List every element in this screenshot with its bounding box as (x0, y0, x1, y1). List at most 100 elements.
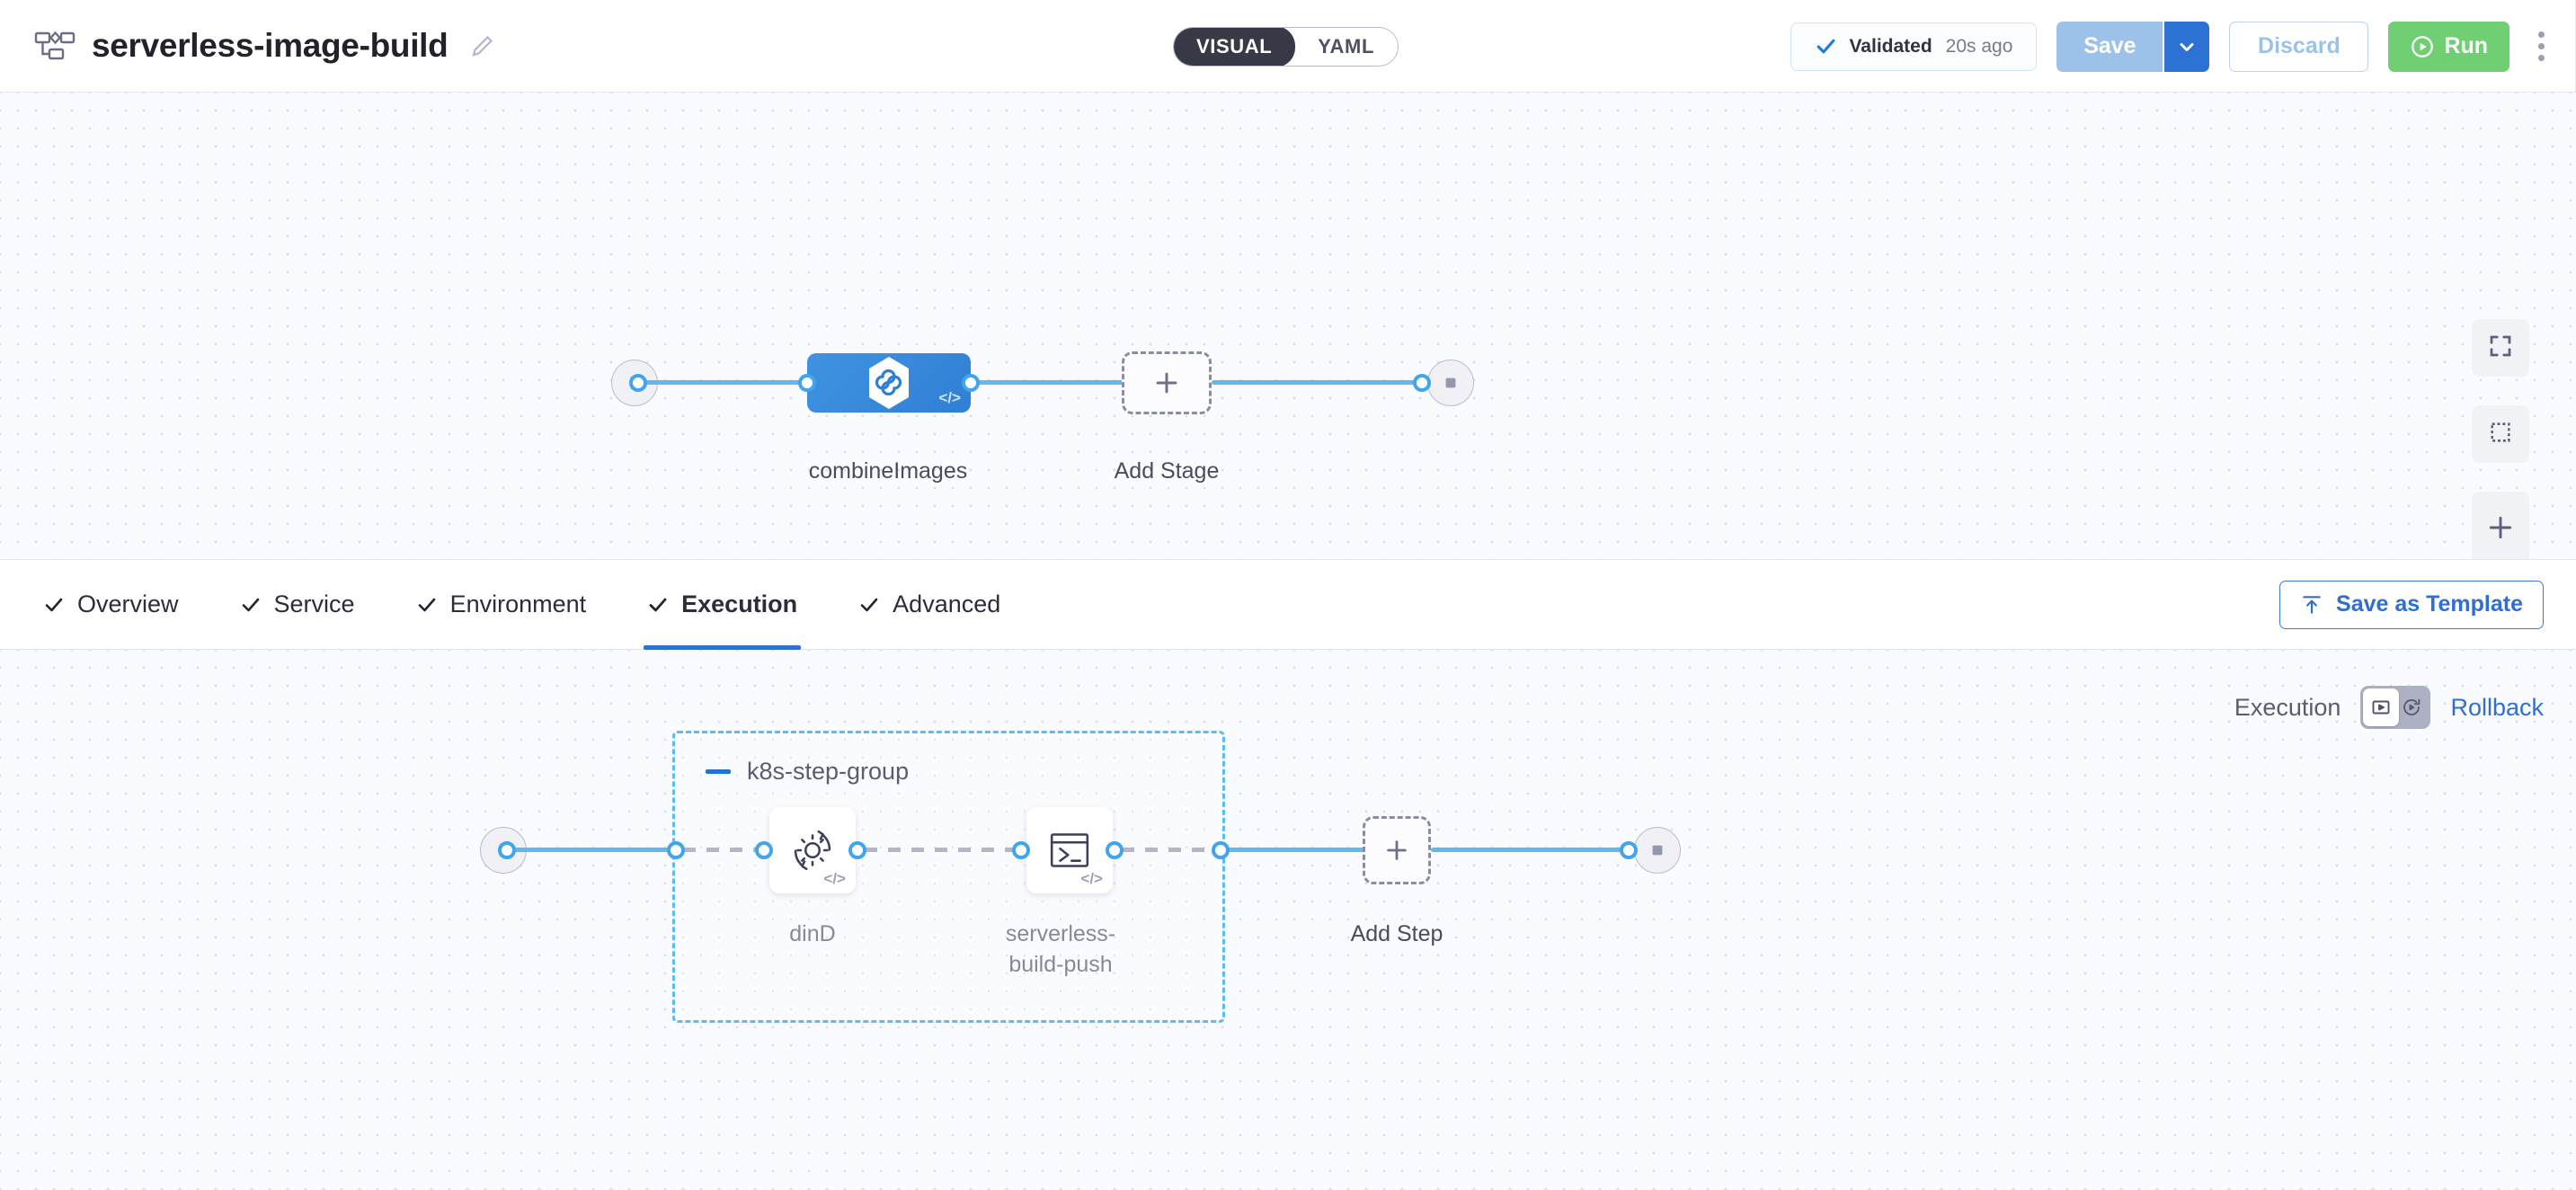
tab-overview[interactable]: Overview (40, 560, 182, 650)
page-title: serverless-image-build (92, 27, 449, 64)
tab-execution[interactable]: Execution (644, 560, 802, 650)
stage-code-badge: </> (938, 389, 961, 406)
end-connector-dot[interactable] (1413, 374, 1431, 392)
view-mode-yaml[interactable]: YAML (1318, 35, 1374, 58)
save-button[interactable]: Save (2056, 21, 2163, 72)
save-as-template-label: Save as Template (2336, 591, 2523, 617)
stage-canvas[interactable]: </> combineImages Add Stage (0, 93, 2576, 560)
stage-label: combineImages (808, 458, 968, 484)
tab-label: Overview (77, 591, 179, 617)
tab-label: Execution (681, 591, 798, 617)
link-group-to-addstep (1222, 848, 1364, 852)
execution-label: Execution (2234, 693, 2341, 721)
add-step-label: Add Step (1350, 921, 1443, 946)
step-label-serverless-build-push: serverless- build-push (971, 919, 1150, 981)
stage-node-combineimages[interactable]: </> (807, 353, 971, 413)
step-card-dind[interactable]: </> (769, 807, 856, 893)
kebab-menu-icon[interactable] (2526, 22, 2556, 72)
chevron-down-icon[interactable] (2163, 21, 2210, 72)
pipeline-end-node[interactable] (1427, 360, 1474, 406)
link-start-to-stage (640, 380, 811, 385)
check-icon (416, 594, 438, 616)
gear-rotate-icon (786, 824, 839, 876)
stage-config-tabs: Overview Service Environment Execution A… (0, 560, 2576, 650)
minus-icon[interactable] (706, 769, 731, 774)
discard-button[interactable]: Discard (2229, 21, 2369, 72)
step-code-badge: </> (1080, 870, 1103, 887)
dashed-square-icon (2488, 420, 2513, 449)
add-stage-button[interactable] (1122, 351, 1212, 414)
save-as-template-button[interactable]: Save as Template (2279, 580, 2544, 629)
start-connector-dot[interactable] (629, 374, 647, 392)
stage-input-dot[interactable] (798, 374, 816, 392)
link-addstep-to-end (1431, 848, 1627, 852)
execution-rollback-toggle[interactable] (2360, 686, 2431, 729)
check-icon (240, 594, 262, 616)
tab-label: Environment (449, 591, 587, 617)
plus-icon (1382, 836, 1411, 865)
link-dind-to-buildpush (865, 848, 1019, 852)
group-entry-dot[interactable] (667, 841, 685, 859)
dind-input-dot[interactable] (755, 841, 773, 859)
execution-end-node[interactable] (1634, 827, 1681, 874)
tab-environment[interactable]: Environment (413, 560, 591, 650)
check-icon (43, 594, 65, 616)
rollback-icon[interactable] (2401, 697, 2422, 718)
validation-status-text: Validated (1849, 35, 1932, 57)
pencil-edit-icon[interactable] (469, 32, 496, 59)
view-mode-toggle[interactable]: VISUAL YAML (1173, 27, 1399, 67)
harness-hexagon-icon (864, 355, 914, 411)
stop-square-icon (1646, 839, 1669, 862)
execution-steps-canvas[interactable]: k8s-step-group </> (0, 650, 2576, 1190)
group-exit-dot[interactable] (1212, 841, 1230, 859)
step-code-badge: </> (823, 870, 846, 887)
fit-screen-icon (2487, 333, 2514, 364)
tab-label: Advanced (893, 591, 1001, 617)
stop-square-icon (1439, 371, 1462, 395)
rollback-label[interactable]: Rollback (2450, 693, 2544, 721)
execution-play-icon (2370, 697, 2392, 718)
buildpush-input-dot[interactable] (1012, 841, 1030, 859)
stage-output-dot[interactable] (962, 374, 980, 392)
view-mode-visual[interactable]: VISUAL (1174, 28, 1296, 66)
link-start-to-group (509, 848, 680, 852)
toggle-knob-execution[interactable] (2363, 688, 2400, 726)
play-circle-icon (2410, 34, 2435, 59)
top-bar: serverless-image-build VISUAL YAML Valid… (0, 0, 2576, 93)
fit-to-screen-button[interactable] (2472, 319, 2529, 377)
step-group-k8s[interactable]: k8s-step-group (672, 731, 1225, 1023)
step-card-serverless-build-push[interactable]: </> (1026, 807, 1113, 893)
dind-output-dot[interactable] (848, 841, 866, 859)
add-step-button[interactable] (1363, 816, 1431, 884)
status-badge: Validated 20s ago (1790, 22, 2038, 71)
link-buildpush-to-group-exit (1122, 848, 1217, 852)
link-group-entry-to-dind (683, 848, 762, 852)
add-stage-label: Add Stage (1114, 458, 1220, 484)
execution-end-dot[interactable] (1620, 841, 1638, 859)
run-label: Run (2444, 33, 2488, 58)
tab-service[interactable]: Service (236, 560, 359, 650)
pipeline-icon (34, 28, 76, 64)
validation-timestamp: 20s ago (1945, 35, 2013, 57)
run-button[interactable]: Run (2388, 21, 2509, 72)
execution-start-dot[interactable] (498, 841, 516, 859)
link-stage-to-addstage (973, 380, 1125, 385)
zoom-in-button[interactable] (2486, 513, 2515, 546)
tab-advanced[interactable]: Advanced (855, 560, 1004, 650)
buildpush-output-dot[interactable] (1106, 841, 1124, 859)
top-bar-actions: Validated 20s ago Save Discard Run (1790, 0, 2556, 93)
check-icon (858, 594, 880, 616)
zoom-controls[interactable] (2472, 492, 2529, 559)
execution-rollback-switch: Execution Rollback (2234, 686, 2544, 729)
tab-label: Service (273, 591, 355, 617)
plus-icon (1151, 368, 1182, 398)
check-icon (647, 594, 669, 616)
step-label-dind: dinD (789, 921, 836, 946)
save-split-button[interactable]: Save (2056, 21, 2210, 72)
marquee-select-button[interactable] (2472, 405, 2529, 463)
step-label-line1: serverless- (1005, 921, 1116, 946)
pipeline-identity: serverless-image-build (0, 27, 496, 65)
step-group-header: k8s-step-group (706, 758, 909, 786)
step-label-line2: build-push (1008, 951, 1113, 977)
check-icon (1815, 35, 1837, 58)
